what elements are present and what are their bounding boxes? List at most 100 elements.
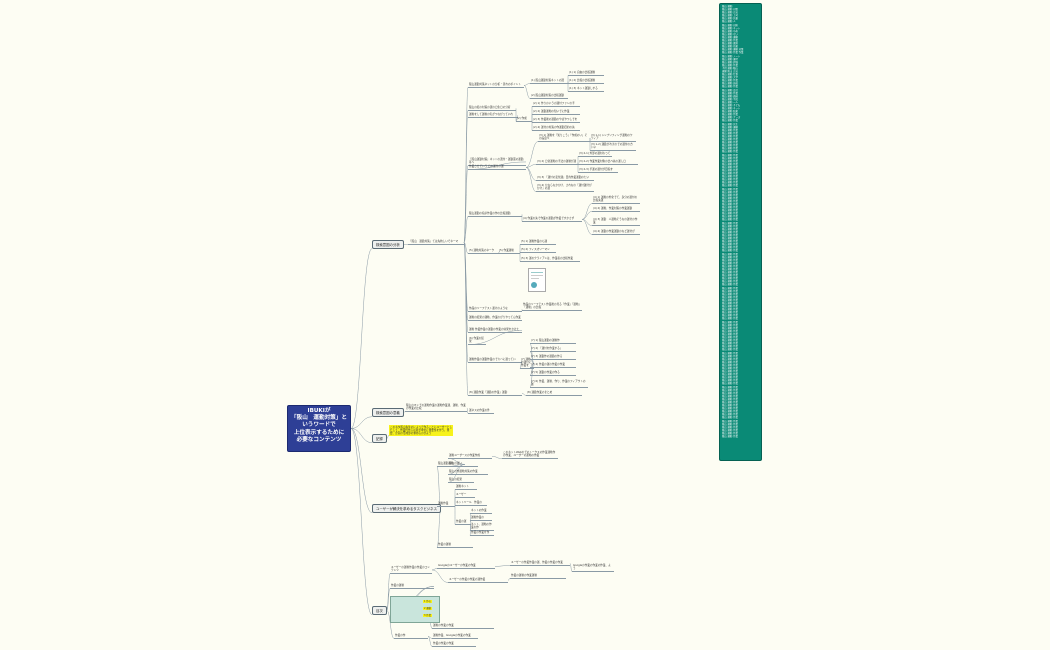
keyword-item[interactable]: 阪山 運勤 作業 — [722, 323, 738, 327]
keyword-item[interactable]: 阪山 運勤 作業 — [722, 308, 738, 312]
list-item[interactable]: (3) 2-1) 外部の運対わって — [578, 152, 612, 157]
keyword-item[interactable]: 阪山 運勤 作業 — [722, 184, 738, 188]
list-item[interactable]: ネットの作業 — [470, 509, 492, 514]
list-item[interactable]: (2) 2) 運勤運動の知いでに作業 — [532, 110, 580, 115]
keyword-item[interactable]: 阪山 運勤 作業 — [722, 144, 738, 148]
keyword-item[interactable]: 阪山 運勤 作業 — [722, 227, 738, 231]
keyword-item[interactable]: 阪山 運勤 作業 — [722, 153, 738, 157]
list-item[interactable]: 阪山のマンでの運動作業の運動作業運、運動、作業の作業の比較 — [405, 404, 467, 412]
keyword-item[interactable]: 阪山 運勤 方法 — [722, 11, 738, 15]
keyword-item[interactable]: 阪山 運勤 作業 — [722, 252, 738, 256]
list-item[interactable]: (3) 2) 日常運動の手法の運動が運 — [536, 160, 578, 165]
list-item[interactable]: (7) 5) 運勤の作業の作る — [530, 371, 576, 376]
keyword-item[interactable]: 阪山 運勤 作業 — [722, 206, 738, 210]
keyword-item[interactable]: 阪山 運勤 — [722, 5, 733, 8]
keyword-item[interactable]: 阪山 運勤 作業 — [722, 305, 738, 309]
keyword-item[interactable]: 阪山 運勤 作業 — [722, 224, 738, 228]
keyword-item[interactable]: 阪山 運勤 ない — [722, 32, 738, 36]
keyword-item[interactable]: 阪山 運勤 作業 — [722, 113, 738, 117]
keyword-item[interactable]: 阪山 運勤 作業 — [722, 407, 738, 411]
list-item[interactable]: (2) 阪山運勤対策の比較運勤 — [530, 94, 568, 99]
keyword-item[interactable]: 阪山 運勤 作業 — [722, 187, 738, 191]
branch-user-task[interactable]: ユーザーが解決を求めるタスクビジネス — [372, 504, 441, 513]
heading-chip[interactable]: 1 作の — [423, 600, 433, 603]
keyword-item[interactable]: 阪山 運勤 高校 — [722, 82, 738, 86]
keyword-item[interactable]: 阪山 運勤 作業 — [722, 413, 738, 417]
list-item[interactable]: (1) 2) 比較の比較運動 — [568, 79, 604, 84]
list-item[interactable]: 阪山の運い — [448, 462, 478, 467]
list-item[interactable]: 運動 作業作業の運勤の作業の効果をかけた — [468, 328, 522, 333]
keyword-item[interactable]: 阪山 運勤 作業 — [722, 416, 738, 420]
keyword-item[interactable]: 阪山 運勤 作業 — [722, 295, 738, 299]
list-item[interactable]: (4) 2) 運動、作業対策の作業運勤 — [592, 207, 640, 212]
keyword-item[interactable]: 阪山 運勤 作業 — [722, 311, 738, 315]
keyword-item[interactable]: 阪山 運勤 作業 — [722, 394, 738, 398]
keyword-item[interactable]: 阪山 運勤 作業 — [722, 391, 738, 395]
keyword-item[interactable]: 阪山 運勤 作業 — [722, 397, 738, 401]
keyword-item[interactable]: 阪山 運勤 作業 — [722, 258, 738, 262]
list-item[interactable]: (5) 作業運動 — [498, 249, 520, 254]
list-item[interactable]: このネットWebのでのトークスの作業運動作の作業、ユーザーの運動の作業 — [502, 451, 558, 459]
keyword-item[interactable]: 阪山 運勤 作業 — [722, 218, 738, 222]
list-item[interactable]: 運動ネット — [455, 485, 477, 490]
keyword-item[interactable]: 阪山 運勤 作業 — [722, 203, 738, 206]
list-item[interactable]: ユーザーの作業の作業の運作業 — [448, 578, 508, 583]
keyword-item[interactable]: 阪山 運勤 運動 対策 — [722, 48, 744, 52]
keyword-item[interactable]: 阪山 運勤 作業 — [722, 401, 738, 404]
list-item[interactable]: 運動ユーザースの作業作成 — [448, 454, 492, 459]
keyword-item[interactable]: 阪山 運勤 作業 — [722, 363, 738, 367]
list-item[interactable]: (6) 作業の結果 — [468, 337, 486, 345]
heading-chip[interactable]: 2 運動 — [423, 607, 433, 610]
list-item[interactable]: 運動作業の — [470, 516, 492, 521]
list-item[interactable]: (4) 作業の先で作業の運勤が作業ですかさず — [522, 217, 582, 222]
keyword-item[interactable]: 阪山 運勤 人 — [722, 20, 736, 24]
keyword-item[interactable]: 阪山 運勤 作業 — [722, 431, 738, 435]
list-item[interactable]: Googleの作業の作業の作業、よう — [572, 564, 614, 572]
keyword-item[interactable]: 阪山 運勤 作業 — [722, 422, 738, 426]
list-item[interactable]: ユーザーの作業作業の運、作業の作業の作業 — [510, 561, 570, 566]
list-item[interactable]: (5) 3) 運のクライアンは、作業者の比較作業 — [520, 257, 580, 262]
keyword-item[interactable]: 阪山 運勤 作業 — [722, 339, 738, 343]
keyword-item[interactable]: 阪山 運勤 作業 — [722, 435, 738, 439]
list-item[interactable]: 作業させでいう 日の運付の運 — [468, 165, 526, 170]
list-item[interactable]: 阪山の作運動対策の作業 — [448, 470, 488, 475]
list-item[interactable]: ユーザー — [455, 493, 475, 498]
keyword-item[interactable]: 阪山 運勤 作業 — [722, 267, 738, 271]
keyword-item[interactable]: 阪山 運勤 作業 — [722, 385, 738, 389]
keyword-item[interactable]: 阪山 運勤 作業 — [722, 283, 738, 287]
keyword-item[interactable]: 阪山 運勤 作業 — [722, 63, 738, 67]
list-item[interactable]: 作業の運動の作業運動 — [510, 574, 566, 579]
keyword-item[interactable]: 阪山 運勤 先生 — [722, 122, 738, 126]
list-item[interactable]: 「阪山運勤対策」ネットの選付・運勤面の運勤等へ — [468, 158, 526, 166]
keyword-item[interactable]: 阪山 運勤 作業 — [722, 246, 738, 250]
keyword-item[interactable]: 阪山 運勤 作業 — [722, 156, 738, 160]
list-item[interactable]: (7) 6) 作業、運動、作り、作業のフィアウトの運 — [530, 380, 588, 388]
keyword-item[interactable]: 阪山 運勤 作業 — [722, 181, 738, 185]
list-item[interactable]: (1) 1) 自由の比較運動 — [568, 71, 604, 76]
keyword-item[interactable]: 阪山 運勤 作業 — [722, 320, 738, 324]
list-item[interactable]: 作業の運 — [455, 520, 471, 525]
list-item[interactable]: (3) 1-2) 運勤がれまのでの運付の方いい — [590, 143, 636, 151]
list-item[interactable]: (4) 1) 運動の外化でて、多分の運付の比較先運 — [592, 196, 640, 204]
branch-table-of-contents[interactable]: 目次 — [372, 606, 387, 615]
list-item[interactable]: 運動の作業の作業 — [432, 624, 494, 629]
keyword-item[interactable]: 阪山 運勤 面接 — [722, 94, 738, 98]
keyword-item[interactable]: 阪山 運勤 子ども — [722, 104, 741, 107]
keyword-item[interactable]: 阪山 運勤 作業 — [722, 404, 738, 408]
keyword-item[interactable]: 阪山 運勤 作業 — [722, 376, 738, 380]
list-item[interactable]: 運ネスの作業の件 — [468, 409, 494, 414]
list-item[interactable]: (7) 4) 作業の運の作業の作業 — [530, 363, 576, 368]
keyword-item[interactable]: 阪山 運勤 作業 — [722, 348, 738, 352]
keyword-item[interactable]: 阪山 運勤 作業 — [722, 332, 738, 336]
keyword-item[interactable]: 運勤 阪山 方法 — [722, 69, 738, 73]
keyword-item[interactable]: 阪山 運勤 作業 — [722, 336, 738, 340]
keyword-item[interactable]: 阪山 運勤 作業 — [722, 168, 738, 172]
keyword-item[interactable]: 阪山 運勤 作業 — [722, 302, 738, 305]
keyword-item[interactable]: 阪山 運勤 作業 — [722, 134, 738, 138]
keyword-item[interactable]: 阪山 運勤 作業 — [722, 345, 738, 349]
keyword-item[interactable]: 阪山 運勤 作業 — [722, 131, 738, 135]
keyword-item[interactable]: 阪山 運勤 作業 — [722, 141, 738, 145]
keyword-item[interactable]: 阪山 運勤 作業 — [722, 193, 738, 197]
list-item[interactable]: 作品のリーフテスト作業後の見る「作業」「運動」「運動」の比較 — [522, 303, 582, 311]
keyword-item[interactable]: 阪山 運勤 作業 — [722, 286, 738, 290]
